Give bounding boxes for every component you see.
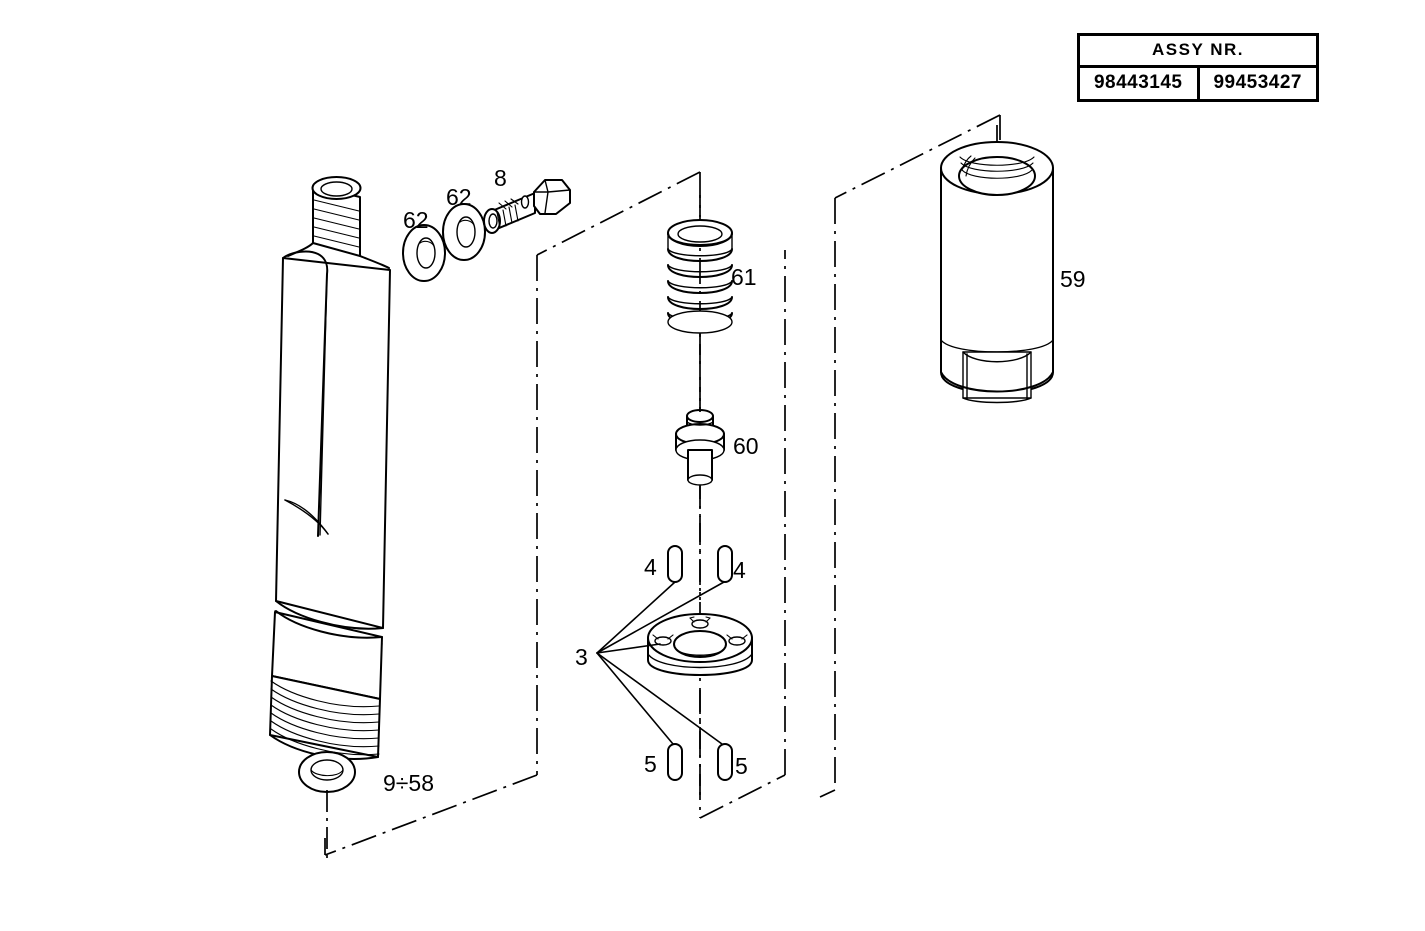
- main-shaft-part: [269, 176, 391, 760]
- assembly-number-first: 98443145: [1080, 68, 1200, 99]
- pin-5-left-part: [667, 743, 683, 781]
- collar-3-part: [647, 613, 753, 676]
- bottom-seal-ring-part: [298, 751, 356, 793]
- group-boundary-right: [819, 114, 1001, 798]
- assembly-number-table: ASSY NR. 98443145 99453427: [1077, 33, 1319, 102]
- washer-62-b-part: [442, 203, 486, 261]
- pin-5-right-part: [717, 743, 733, 781]
- threaded-sleeve-59-part: [940, 141, 1054, 404]
- pin-4-right-part: [717, 545, 733, 583]
- group-boundary-center: [536, 171, 786, 819]
- plunger-60-part: [675, 409, 725, 486]
- pin-4-left-part: [667, 545, 683, 583]
- coil-spring-61-part: [667, 219, 733, 334]
- assembly-number-second: 99453427: [1213, 72, 1303, 93]
- banjo-bolt-8-part: [483, 179, 571, 234]
- washer-62-a-part: [402, 224, 446, 282]
- assembly-table-header: ASSY NR.: [1080, 36, 1316, 68]
- assembly-table-row: 98443145 99453427: [1080, 68, 1316, 99]
- group-boundary-left: [324, 255, 538, 856]
- callout-leaders: [596, 581, 725, 745]
